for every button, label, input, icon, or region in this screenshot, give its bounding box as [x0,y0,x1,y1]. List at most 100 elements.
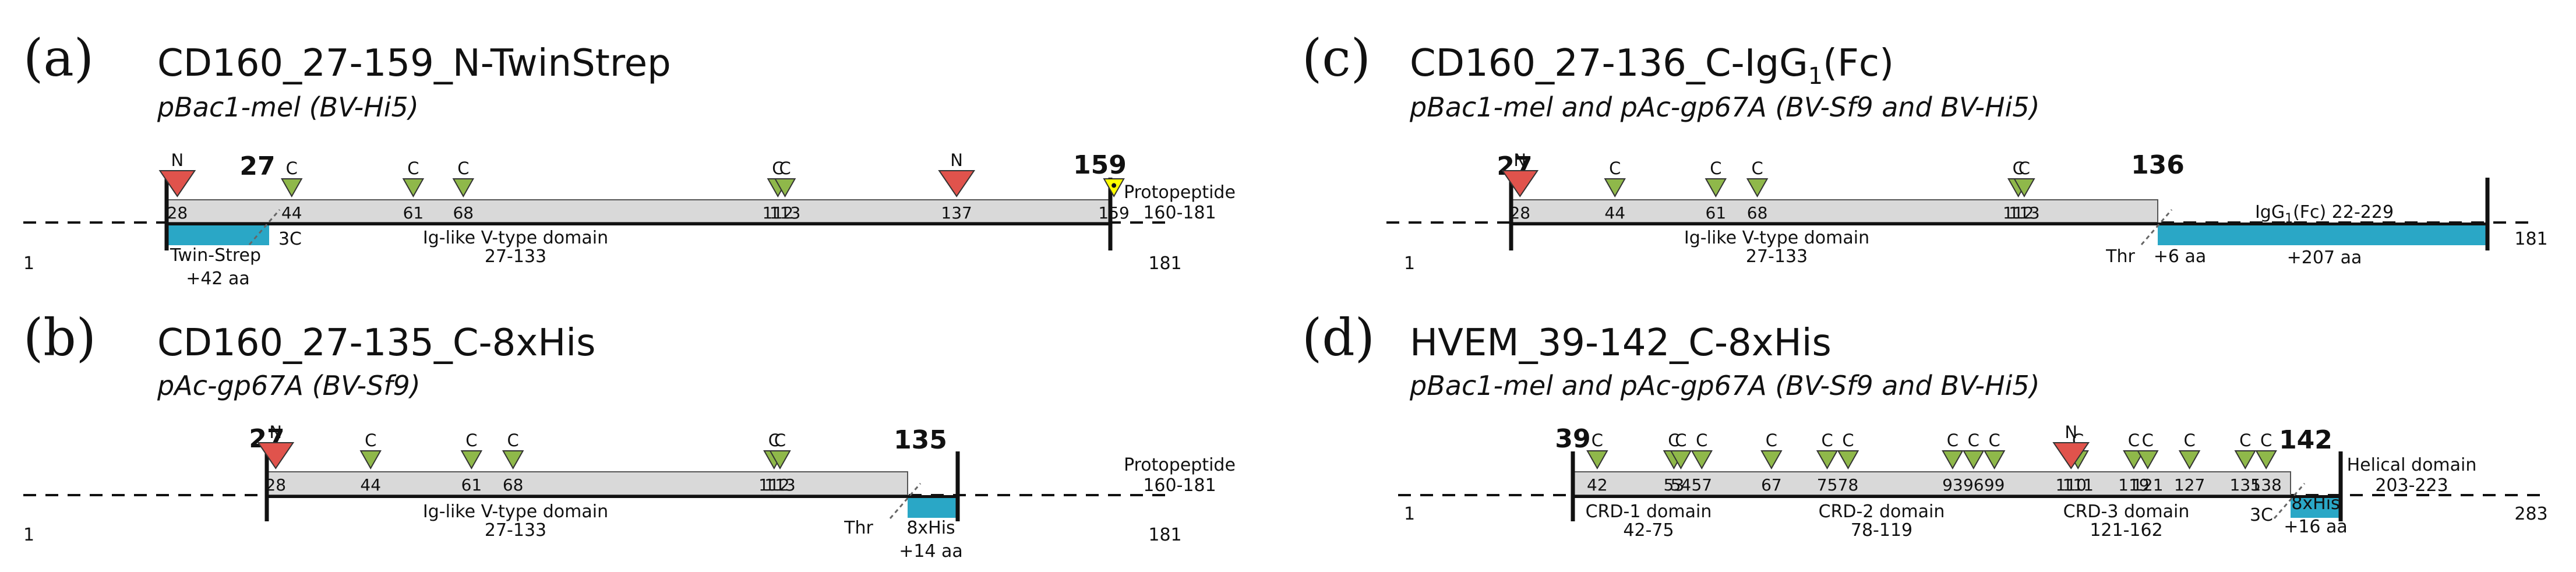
panel-c-tag-tail: (Fc) 22-229 [2293,202,2394,223]
panel-b-c-site-44-marker [359,450,382,470]
panel-a-title: CD160_27-159_N-TwinStrep [157,42,671,85]
panel-d-domain-1-label: CRD-1 domain [1586,502,1712,522]
panel-d-tag-extra: +16 aa [2284,517,2348,537]
panel-a-n-site-28-number: 28 [167,203,188,223]
panel-a-n-site-28-letter: N [171,150,184,170]
panel-a-n-site-137-letter: N [950,150,963,170]
panel-c-title-sub: 1 [1808,63,1823,90]
panel-b-c-site-68-marker [502,450,524,470]
panel-d-construct-end: 142 [2279,425,2332,455]
panel-a-c-site-68-letter: C [457,158,469,178]
panel-a-c-site-44-number: 44 [281,203,302,223]
panel-b-c-site-61-marker [460,450,483,470]
panel-d-construct-bar [1573,495,2341,498]
panel-a-construct-bar [167,223,1110,225]
panel-d-right-range: 203-223 [2375,475,2448,496]
panel-a-c-site-44-letter: C [286,158,298,178]
panel-d-c-site-127-letter: C [2183,430,2195,450]
panel-d-c-site-138-marker [2255,450,2277,470]
panel-b-protein-end: 181 [1148,525,1181,545]
panel-d-c-site-42-number: 42 [1587,475,1608,495]
panel-c-construct-end: 136 [2131,150,2185,180]
panel-d-c-site-57-letter: C [1696,430,1707,450]
panel-c-letter: (c) [1302,28,1371,88]
panel-a-c-site-61-letter: C [407,158,419,178]
panel-c-c-site-68-number: 68 [1747,203,1768,223]
panel-d-c-site-75-marker [1816,450,1839,470]
panel-a-tag-box [167,225,269,245]
panel-a-letter: (a) [23,28,94,88]
panel-d-c-site-67-number: 67 [1761,475,1782,495]
panel-c-title-main: CD160_27-136_C-IgG [1410,42,1808,85]
panel-d-c-site-67-marker [1760,450,1783,470]
panel-a-c-site-61-marker [402,178,425,198]
panel-d-c-site-67-letter: C [1766,430,1777,450]
panel-d-cleavage-line [2273,483,2306,519]
panel-d-c-site-96-marker [1963,450,1985,470]
panel-c-protein-start: 1 [1404,253,1415,274]
panel-d-c-site-127-marker [2178,450,2201,470]
panel-a-c-site-68-marker [452,178,475,198]
panel-d-n-site-110-letter: N [2065,422,2077,442]
panel-d-c-site-135-number: 135 [2230,475,2261,495]
panel-d-letter: (d) [1302,308,1375,368]
panel-c-n-site-28-number: 28 [1509,203,1530,223]
panel-d-c-site-121-letter: C [2142,430,2154,450]
panel-c: (c) CD160_27-136_C-IgG1(Fc) pBac1-mel an… [1302,28,2548,274]
panel-c-c-site-44-marker [1604,178,1626,198]
panel-d-c-site-93-marker [1942,450,1964,470]
panel-d-c-site-96-letter: C [1968,430,1979,450]
panel-a-tag-extra: +42 aa [186,269,250,289]
panel-b-construct-end: 135 [894,425,947,455]
panel-d-c-site-127-number: 127 [2174,475,2205,495]
panel-b-right-range: 160-181 [1143,475,1216,496]
panel-a-right-range: 160-181 [1143,203,1216,223]
panel-b-subtitle: pAc-gp67A (BV-Sf9) [157,370,421,401]
panel-c-tag-label: IgG1(Fc) 22-229 [2255,202,2394,226]
panel-b-right-label: Protopeptide [1124,455,1236,475]
panel-a-tag-label: Twin-Strep [170,245,261,266]
panel-a-c-site-112-number: 112 [763,203,793,223]
panel-d-c-site-54-marker [1670,450,1692,470]
panel-a-construct-start: 27 [239,151,275,181]
panel-d-c-site-57-marker [1691,450,1713,470]
panel-b-c-site-61-letter: C [465,430,477,450]
panel-b-c-site-113-number: 113 [764,475,795,495]
panel-b-c-site-68-letter: C [507,430,519,450]
panel-d-n-site-110-number: 110 [2055,475,2086,495]
panel-d-c-site-93-letter: C [1947,430,1959,450]
panel-b: (b) CD160_27-135_C-8xHis pAc-gp67A (BV-S… [23,308,1236,562]
panel-d-c-site-75-letter: C [1821,430,1833,450]
panel-b-title: CD160_27-135_C-8xHis [157,322,595,365]
panel-c-tag-main: IgG [2255,202,2285,223]
panel-d-c-site-138-number: 138 [2250,475,2281,495]
panel-d-cleavage-label: 3C [2250,505,2273,525]
panel-a-c-site-61-number: 61 [403,203,424,223]
panel-b-cleavage-label: Thr [844,518,873,538]
panel-d-tag-label: 8xHis [2291,493,2339,514]
panel-c-construct-bar [1511,223,2487,225]
panel-b-c-site-68-number: 68 [503,475,524,495]
panel-b-c-site-113-letter: C [774,430,786,450]
panel-b-letter: (b) [23,308,96,368]
panel-d-subtitle: pBac1-mel and pAc-gp67A (BV-Sf9 and BV-H… [1409,370,2040,401]
panel-b-c-site-113-marker [769,450,791,470]
panel-d-c-site-121-number: 121 [2132,475,2163,495]
panel-b-cleavage-line [889,483,922,519]
panel-c-c-site-44-letter: C [1609,158,1621,178]
panel-c-cleavage-label: Thr [2105,246,2135,267]
panel-d-c-site-111-number: 111 [2062,475,2093,495]
panel-c-c-site-68-letter: C [1751,158,1763,178]
panel-c-cleavage-line [2140,209,2173,245]
panel-d-domain-2-label: CRD-2 domain [1819,502,1945,522]
panel-c-tag-box [2158,225,2487,245]
panel-c-tag-sub: 1 [2285,211,2293,226]
panel-d-c-site-53-number: 53 [1664,475,1685,495]
panel-d-protein-start: 1 [1404,504,1415,524]
panel-a-s-site-159-dot [1111,183,1117,188]
panel-b-domain-label: Ig-like V-type domain [423,502,608,522]
panel-c-c-site-113-marker [2013,178,2035,198]
panel-a-n-site-137-number: 137 [941,203,972,223]
